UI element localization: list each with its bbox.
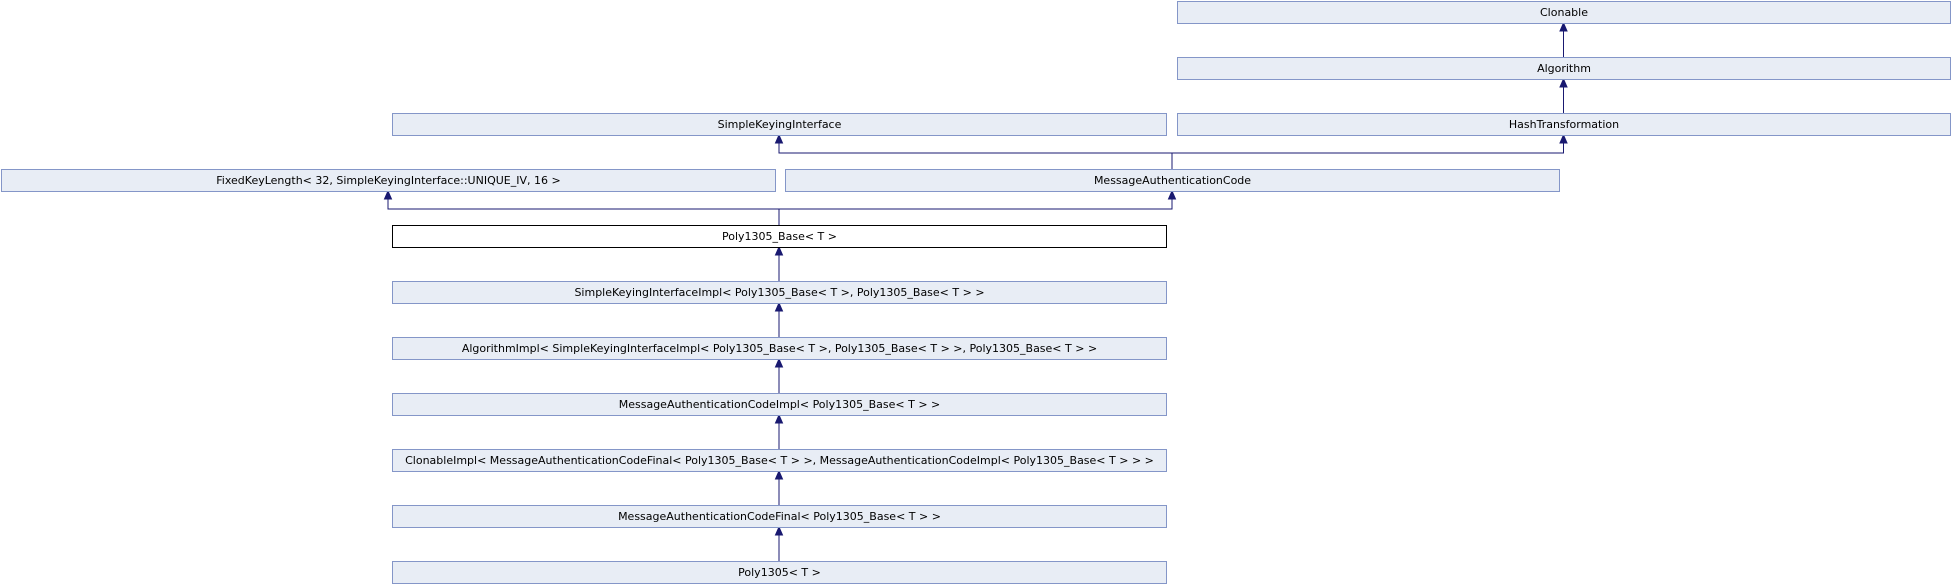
class-node-poly1305[interactable]: Poly1305< T > [392, 561, 1167, 584]
edge-line [1171, 143, 1564, 169]
class-node-poly1305-base: Poly1305_Base< T > [392, 225, 1167, 248]
class-node-clonable-impl[interactable]: ClonableImpl< MessageAuthenticationCodeF… [392, 449, 1167, 472]
edge-line [387, 199, 780, 225]
class-node-label: Poly1305_Base< T > [722, 230, 837, 243]
edge-line [778, 143, 1173, 169]
inheritance-edge-simple_keying_interface_impl-to-poly1305_base [774, 245, 784, 281]
edge-arrowhead-icon [774, 301, 784, 312]
class-node-box [392, 449, 1167, 472]
class-node-label: SimpleKeyingInterface [718, 118, 842, 131]
inheritance-edge-clonable_impl-to-message_authentication_code_impl [774, 413, 784, 449]
inheritance-edge-poly1305_base-to-fixed_key_length [383, 189, 780, 225]
class-node-label: MessageAuthenticationCodeFinal< Poly1305… [618, 510, 941, 523]
inheritance-edge-poly1305-to-message_authentication_code_final [774, 525, 784, 561]
class-node-box [392, 393, 1167, 416]
class-node-label: FixedKeyLength< 32, SimpleKeyingInterfac… [216, 174, 560, 187]
class-node-message-authentication-code[interactable]: MessageAuthenticationCode [785, 169, 1560, 192]
edge-arrowhead-icon [383, 189, 393, 200]
inheritance-edge-message_authentication_code_final-to-clonable_impl [774, 469, 784, 505]
class-node-algorithm[interactable]: Algorithm [1177, 57, 1951, 80]
class-node-box [1, 169, 776, 192]
inheritance-edge-algorithm-to-clonable [1559, 21, 1568, 57]
edge-arrowhead-icon [774, 133, 784, 144]
class-node-message-authentication-code-impl[interactable]: MessageAuthenticationCodeImpl< Poly1305_… [392, 393, 1167, 416]
edge-line [778, 199, 1173, 225]
edge-arrowhead-icon [774, 245, 784, 256]
edge-arrowhead-icon [774, 357, 784, 368]
class-node-label: Algorithm [1537, 62, 1591, 75]
class-node-simple-keying-interface-impl[interactable]: SimpleKeyingInterfaceImpl< Poly1305_Base… [392, 281, 1167, 304]
inheritance-edge-hash_transformation-to-algorithm [1559, 77, 1568, 113]
class-node-hash-transformation[interactable]: HashTransformation [1177, 113, 1951, 136]
inheritance-edge-algorithm_impl-to-simple_keying_interface_impl [774, 301, 784, 337]
class-node-label: SimpleKeyingInterfaceImpl< Poly1305_Base… [574, 286, 984, 299]
class-node-message-authentication-code-final[interactable]: MessageAuthenticationCodeFinal< Poly1305… [392, 505, 1167, 528]
class-node-label: MessageAuthenticationCodeImpl< Poly1305_… [619, 398, 941, 411]
edge-arrowhead-icon [1559, 133, 1568, 144]
inheritance-edge-message_authentication_code-to-hash_transformation [1171, 133, 1568, 169]
inheritance-edge-message_authentication_code_impl-to-algorithm_impl [774, 357, 784, 393]
class-node-clonable[interactable]: Clonable [1177, 1, 1951, 24]
class-node-box [392, 337, 1167, 360]
class-node-label: MessageAuthenticationCode [1094, 174, 1251, 187]
edges-layer [383, 21, 1568, 561]
class-node-label: ClonableImpl< MessageAuthenticationCodeF… [405, 454, 1154, 467]
class-node-simple-keying-interface[interactable]: SimpleKeyingInterface [392, 113, 1167, 136]
edge-arrowhead-icon [1167, 189, 1177, 200]
class-node-box [1177, 113, 1951, 136]
class-node-label: Poly1305< T > [738, 566, 821, 579]
inheritance-edge-message_authentication_code-to-simple_keying_interface [774, 133, 1173, 169]
edge-arrowhead-icon [1559, 77, 1568, 88]
class-node-box [392, 225, 1167, 248]
class-node-algorithm-impl[interactable]: AlgorithmImpl< SimpleKeyingInterfaceImpl… [392, 337, 1167, 360]
class-node-fixed-key-length[interactable]: FixedKeyLength< 32, SimpleKeyingInterfac… [1, 169, 776, 192]
class-node-label: HashTransformation [1509, 118, 1619, 131]
class-node-box [785, 169, 1560, 192]
inheritance-edge-poly1305_base-to-message_authentication_code [778, 189, 1177, 225]
edge-arrowhead-icon [774, 469, 784, 480]
class-node-box [392, 281, 1167, 304]
class-node-box [1177, 1, 1951, 24]
class-node-box [392, 113, 1167, 136]
class-node-label: Clonable [1540, 6, 1588, 19]
class-node-label: AlgorithmImpl< SimpleKeyingInterfaceImpl… [462, 342, 1097, 355]
edge-arrowhead-icon [774, 413, 784, 424]
class-node-box [1177, 57, 1951, 80]
edge-arrowhead-icon [1559, 21, 1568, 32]
edge-arrowhead-icon [774, 525, 784, 536]
class-node-box [392, 505, 1167, 528]
